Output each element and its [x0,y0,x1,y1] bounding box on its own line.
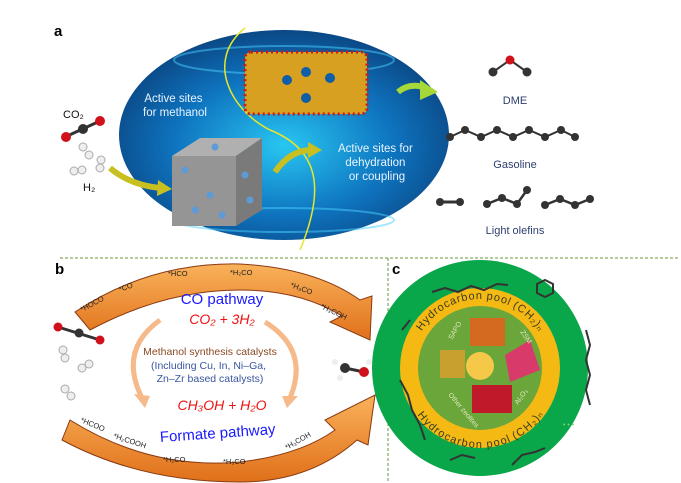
hydrocarbon-molecules [399,278,592,466]
gasoline-molecule [446,126,579,141]
panel-label-a: a [54,23,63,40]
product-light-olefins: Light olefins [486,225,545,237]
formate-pathway-arrow[interactable] [61,394,376,483]
right-cycle-arrow [263,319,299,399]
co2-molecule [61,116,105,142]
zeolite-top [470,318,505,346]
zeolite-left [440,350,465,378]
input-arrow [108,165,161,191]
panel-a: a Active sites for methanol Active si [54,23,594,251]
co2-label: CO₂ [63,109,84,121]
catalyst-list: (Including Cu, In, Ni–Ga, Zn–Zr based ca… [151,360,269,385]
catalyst-title: Methanol synthesis catalysts [143,346,277,358]
product-gasoline: Gasoline [493,159,536,171]
dme-molecule [488,55,532,77]
methanol-center [466,352,494,380]
panel-b: b *HOCO *CO *HCO *H₂CO *H₃CO *H₃COH *HCO… [53,261,376,483]
metal-cluster-cube [172,138,262,226]
svg-text:*HCO: *HCO [168,269,188,278]
methanol-molecule [332,359,372,381]
co2-molecule-b [53,322,105,345]
zeolite-bottom [472,385,512,413]
co-pathway-label: CO pathway [181,291,264,308]
more-products-ellipsis: • • • [563,422,575,429]
zeolite-right [505,340,540,382]
panel-label-b: b [55,261,64,278]
h2-molecules [69,142,106,176]
formate-pathway-label: Formate pathway [159,421,276,446]
co-pathway-arrow[interactable] [74,263,373,341]
svg-text:*H₂CO: *H₂CO [163,455,186,464]
h2-molecules-b [58,345,94,401]
reactants-equation: CO₂ + 3H₂ [189,311,255,327]
olefin-molecules [436,186,594,209]
flow-curve [224,27,316,251]
left-cycle-arrow [130,317,162,400]
product-dme: DME [503,95,527,107]
dehydration-sites-label: Active sites for dehydration or coupling [338,143,416,183]
zeolite-structure [243,50,369,116]
products-equation: CH₃OH + H₂O [177,397,266,413]
panel-label-c: c [392,261,400,278]
h2-label: H₂ [83,182,95,194]
methanol-sites-label: Active sites for methanol [143,93,207,119]
svg-text:*H₂CO: *H₂CO [230,268,253,277]
svg-text:*H₃CO: *H₃CO [223,457,246,466]
panel-c: c Hydrocarbon pool (CH₂)ₙ Hydrocarbon po… [372,260,592,476]
